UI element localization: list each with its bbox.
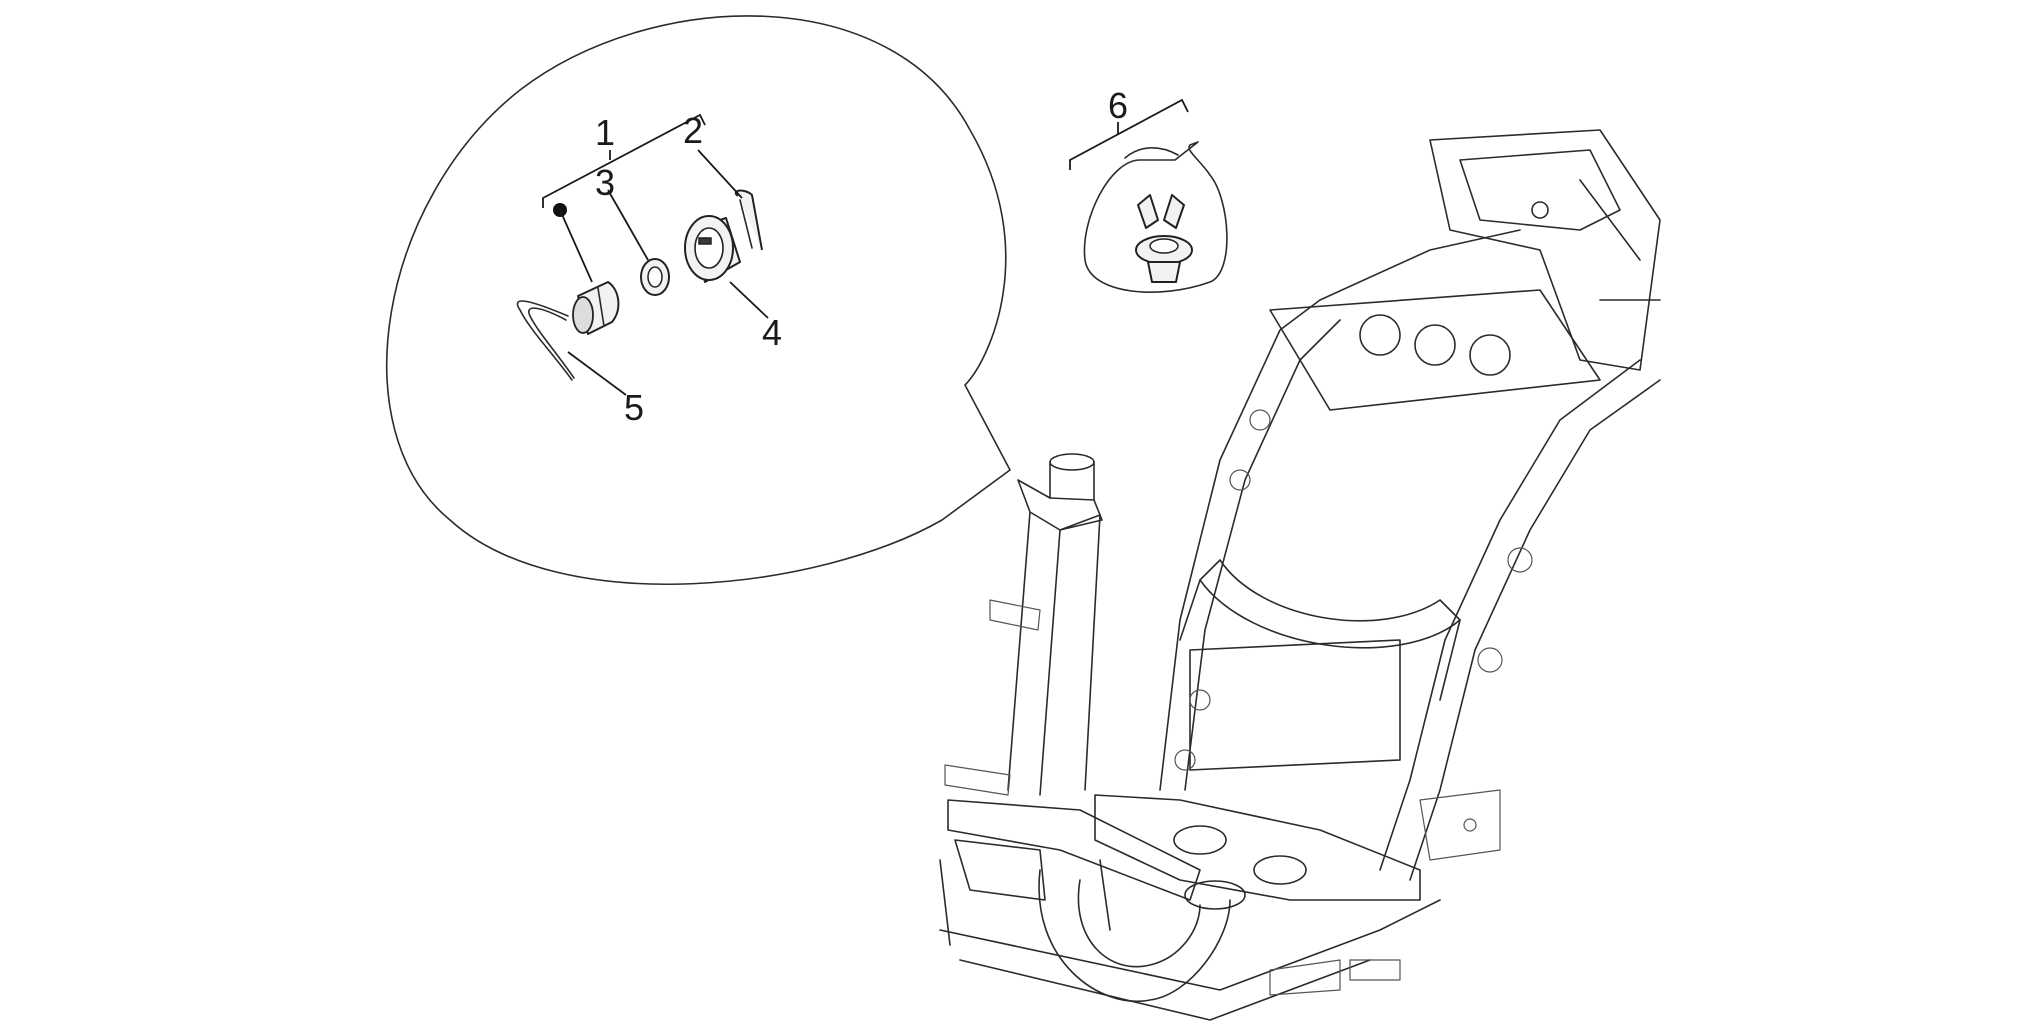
part-2-clip xyxy=(697,149,763,251)
callout-6: 6 xyxy=(1108,85,1128,126)
part-5-spring-clip xyxy=(516,300,627,396)
callout-5: 5 xyxy=(624,387,644,428)
group-bracket-1 xyxy=(542,113,706,208)
callout-1: 1 xyxy=(595,112,615,153)
callout-3: 3 xyxy=(595,162,615,203)
callout-2: 2 xyxy=(683,110,703,151)
part-4-housing xyxy=(684,215,769,319)
part-3-ring xyxy=(607,189,670,296)
part-1-actuator xyxy=(553,203,620,335)
detail-bubble xyxy=(386,15,1011,586)
callout-4: 4 xyxy=(762,312,782,353)
part-6-hardware-bag xyxy=(1069,98,1228,293)
scooter-frame xyxy=(939,129,1661,1021)
